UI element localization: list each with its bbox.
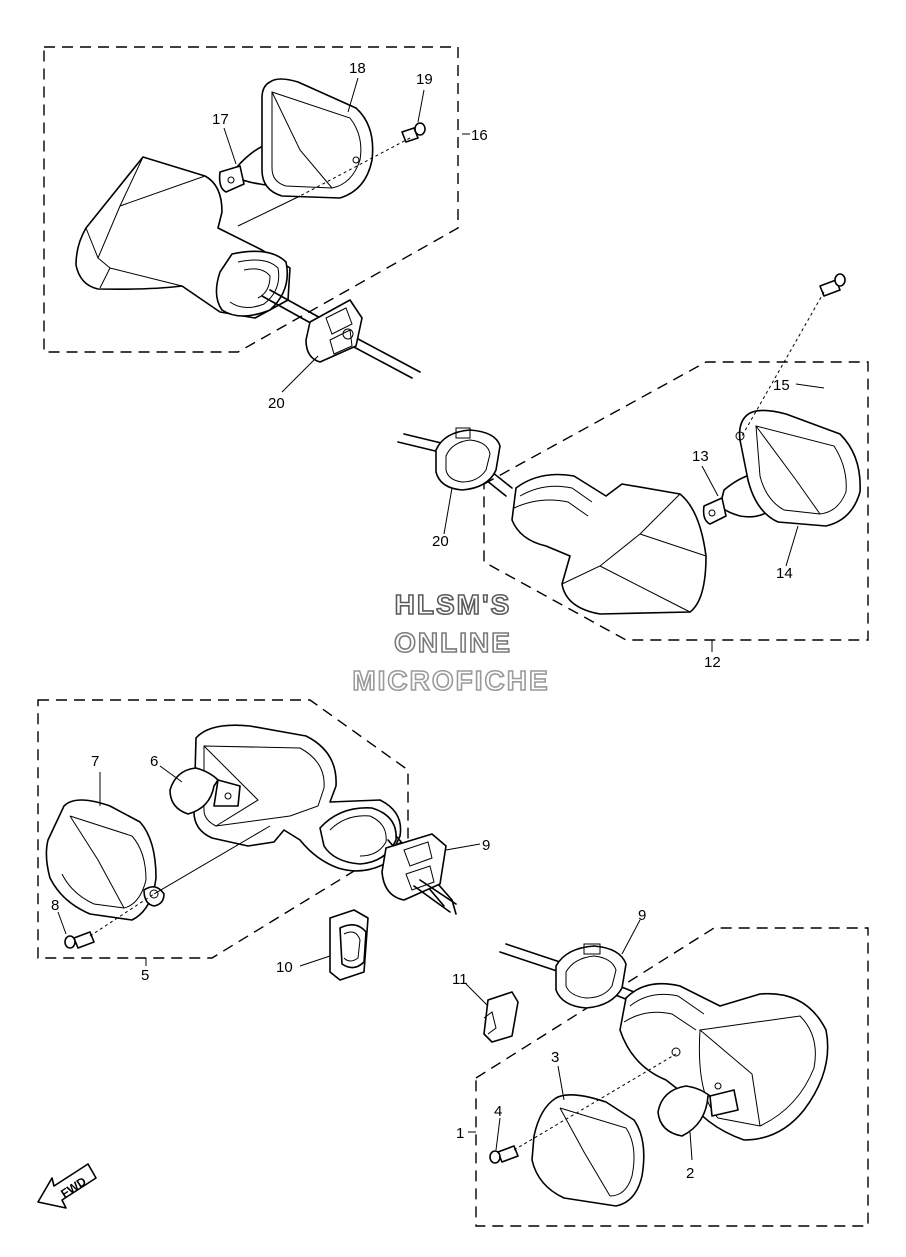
watermark: HLSM'S ONLINE MICROFICHE [352, 588, 549, 697]
callout-16: 16 [471, 127, 488, 144]
callout-8: 8 [51, 897, 59, 914]
clip-11 [483, 991, 519, 1043]
screw-8 [64, 931, 95, 949]
callout-11: 11 [452, 971, 468, 988]
lens-14 [735, 409, 861, 527]
assembly-12-turn-signal [397, 273, 869, 641]
callout-18: 18 [349, 60, 366, 77]
assembly-5-turn-signal [37, 699, 457, 959]
assembly-1-boundary [475, 927, 869, 1227]
housing-12 [511, 473, 707, 615]
callout-12: 12 [704, 654, 721, 671]
assembly-12-boundary [483, 361, 869, 641]
grommet-9-lower [555, 945, 627, 1009]
forward-direction-arrow-icon: FWD [37, 1163, 97, 1209]
leader-lines [57, 77, 825, 1161]
connector-9-middle [381, 833, 457, 913]
callout-1: 1 [456, 1125, 464, 1142]
assembly-5-boundary [37, 699, 409, 959]
watermark-line-1: HLSM'S [395, 589, 512, 620]
lens-7 [45, 799, 165, 921]
assembly-16-boundary [43, 46, 459, 353]
lens-18 [261, 78, 374, 199]
screw-15 [819, 273, 846, 297]
screw-4 [489, 1145, 519, 1164]
callout-3: 3 [551, 1049, 559, 1066]
callout-6: 6 [150, 753, 158, 770]
callout-numbers: 18 19 17 16 20 15 13 20 14 12 7 6 9 8 9 … [51, 60, 793, 1182]
callout-9-mid: 9 [482, 837, 490, 854]
bracket-10 [329, 909, 369, 981]
callout-4: 4 [494, 1103, 502, 1120]
watermark-line-3: MICROFICHE [352, 665, 549, 696]
connector-20-top [305, 299, 363, 363]
bulb-2 [657, 1082, 739, 1137]
callout-19: 19 [416, 71, 433, 88]
callout-20-top: 20 [268, 395, 285, 412]
callout-9-low: 9 [638, 907, 646, 924]
assembly-1-turn-signal [475, 927, 869, 1227]
callout-5: 5 [141, 967, 149, 984]
housing-1 [619, 982, 829, 1141]
callout-13: 13 [692, 448, 709, 465]
callout-14: 14 [776, 565, 793, 582]
screw-19 [401, 122, 426, 143]
assembly-16-turn-signal [43, 46, 459, 379]
watermark-line-2: ONLINE [394, 627, 512, 658]
callout-20-mid: 20 [432, 533, 449, 550]
callout-10: 10 [276, 959, 293, 976]
callout-17: 17 [212, 111, 229, 128]
bulb-6 [169, 767, 241, 815]
callout-15: 15 [773, 377, 790, 394]
callout-2: 2 [686, 1165, 694, 1182]
lens-3 [531, 1094, 645, 1207]
callout-7: 7 [91, 753, 99, 770]
